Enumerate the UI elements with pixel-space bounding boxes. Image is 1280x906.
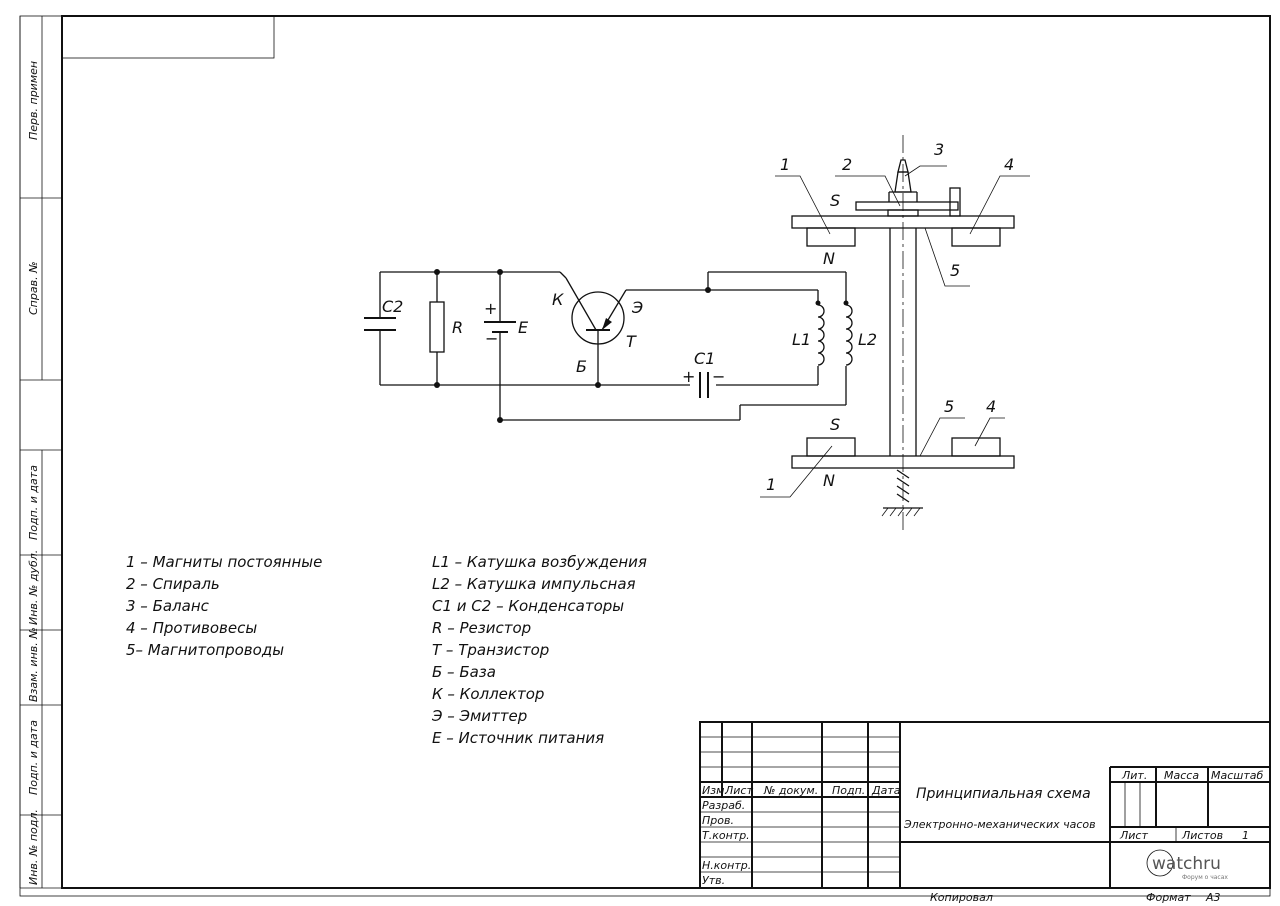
label-s-top: S (830, 191, 840, 210)
legend-right-item: Б – База (432, 663, 496, 681)
watchru-logo: watchru Форум о часах (1146, 849, 1228, 881)
label-c1: C1 (694, 349, 715, 368)
tb-utv: Утв. (702, 874, 725, 887)
title-block: Изм. Лист № докум. Подп. Дата Разраб. Пр… (699, 721, 1271, 904)
tb-col-data: Дата (871, 784, 901, 797)
tb-listov-value: 1 (1242, 829, 1249, 842)
coil-l2 (845, 304, 853, 366)
coil-l1 (817, 304, 825, 366)
legend-elements: L1 – Катушка возбуждения L2 – Катушка им… (431, 553, 647, 747)
side-label-inv-podl: Инв. № подл. (27, 809, 40, 885)
label-minus-e: − (485, 329, 498, 348)
legend-right-item: R – Резистор (432, 619, 531, 637)
legend-left-item: 2 – Спираль (126, 575, 220, 593)
tb-massa: Масса (1164, 769, 1199, 782)
transistor-t (559, 271, 627, 385)
label-num5-bottom: 5 (944, 397, 954, 416)
legend-left-item: 1 – Магниты постоянные (126, 553, 322, 571)
legend-left-item: 5– Магнитопроводы (126, 641, 284, 659)
label-t: T (626, 332, 637, 351)
resistor-r (429, 301, 445, 353)
legend-parts: 1 – Магниты постоянные 2 – Спираль 3 – Б… (126, 553, 322, 659)
capacitor-c2 (364, 317, 396, 331)
capacitor-c1 (699, 372, 709, 398)
label-minus-c1: − (712, 367, 725, 386)
tb-nkontr: Н.контр. (702, 859, 751, 872)
tb-title-1: Принципиальная схема (916, 786, 1091, 802)
tb-razrab: Разраб. (702, 799, 745, 812)
tb-col-podp: Подп. (832, 784, 865, 797)
label-plus-c1: + (682, 367, 695, 386)
legend-left-item: 3 – Баланс (126, 597, 210, 615)
side-label-sprav: Справ. № (27, 261, 40, 315)
tb-masshtab: Масштаб (1211, 769, 1263, 782)
legend-left-item: 4 – Противовесы (126, 619, 257, 637)
label-em: Э (631, 298, 643, 317)
legend-right-item: L1 – Катушка возбуждения (432, 553, 647, 571)
legend-right-item: К – Коллектор (432, 685, 544, 703)
logo-sub: Форум о часах (1182, 874, 1228, 881)
label-num1-bottom: 1 (766, 475, 776, 494)
tb-prov: Пров. (702, 814, 734, 827)
legend-right-item: L2 – Катушка импульсная (432, 575, 636, 593)
tb-col-docum: № докум. (763, 784, 818, 797)
label-num5-top: 5 (950, 261, 960, 280)
label-num1-top: 1 (780, 155, 790, 174)
side-label-perv-primen: Перв. примен (27, 61, 40, 140)
tb-col-list: Лист (724, 784, 753, 797)
tb-col-izm: Изм. (702, 784, 728, 797)
circuit: C2 R + − E (364, 269, 877, 423)
tb-list: Лист (1119, 829, 1148, 842)
tb-format-value: А3 (1205, 891, 1221, 904)
tb-lit: Лит. (1121, 769, 1147, 782)
label-num4-bottom: 4 (986, 397, 996, 416)
side-label-podp-data-1: Подп. и дата (27, 465, 40, 540)
sheet-frame (19, 15, 1271, 897)
tb-format: Формат (1146, 891, 1191, 904)
label-l2: L2 (858, 330, 877, 349)
label-plus-e: + (484, 299, 497, 318)
tb-tkontr: Т.контр. (702, 829, 750, 842)
tb-kopiroval: Копировал (930, 891, 993, 904)
legend-right-item: C1 и C2 – Конденсаторы (432, 597, 624, 615)
tb-title-2: Электронно-механических часов (903, 818, 1096, 831)
label-s-bottom: S (830, 415, 840, 434)
label-num2-top: 2 (842, 155, 852, 174)
label-b: Б (576, 357, 587, 376)
mechanism: 1 2 3 4 5 S N S N 1 5 4 (760, 135, 1030, 530)
side-label-vzam-inv: Взам. инв. № (27, 627, 40, 702)
label-n-bottom: N (823, 471, 835, 490)
legend-right-item: Э – Эмиттер (431, 707, 527, 725)
side-labels: Перв. примен Справ. № Подп. и дата Инв. … (27, 61, 40, 885)
legend-right-item: T – Транзистор (432, 641, 549, 659)
label-num4-top: 4 (1004, 155, 1014, 174)
logo-text: watchru (1152, 854, 1221, 874)
label-c2: C2 (382, 297, 403, 316)
label-l1: L1 (792, 330, 811, 349)
legend-right-item: E – Источник питания (432, 729, 604, 747)
label-e: E (518, 318, 529, 337)
label-k: К (552, 290, 564, 309)
side-label-inv-dubl: Инв. № дубл. (27, 550, 40, 625)
label-n-top: N (823, 249, 835, 268)
side-label-podp-data-2: Подп. и дата (27, 720, 40, 795)
label-num3-top: 3 (934, 140, 944, 159)
tb-listov: Листов (1181, 829, 1223, 842)
label-r: R (452, 318, 463, 337)
